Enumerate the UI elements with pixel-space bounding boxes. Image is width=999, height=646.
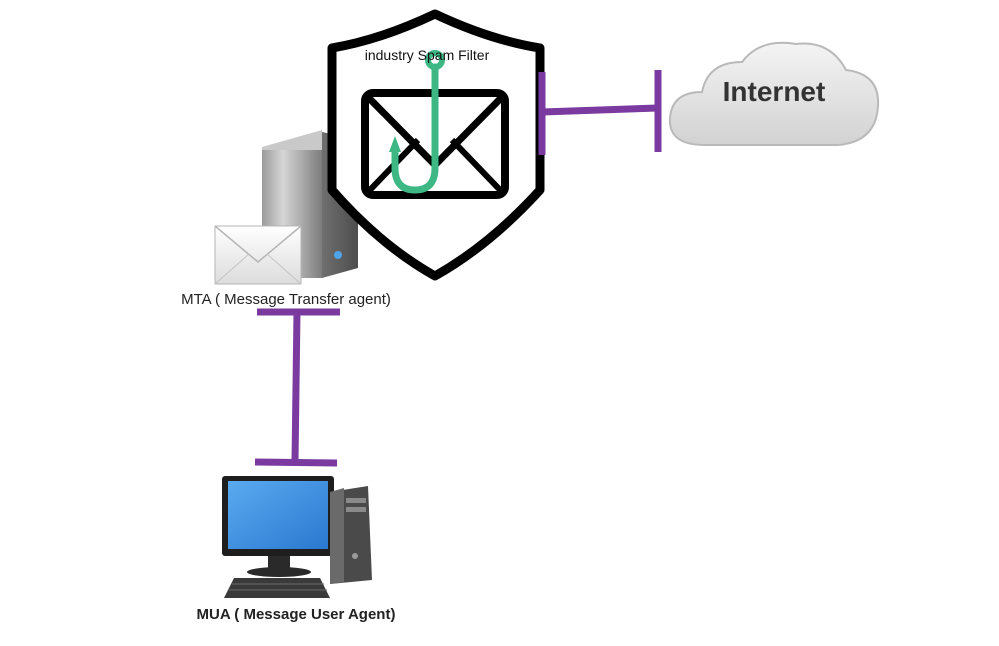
filter-label: industry Spam Filter xyxy=(365,47,490,63)
keyboard-icon xyxy=(224,578,330,598)
cloud-icon xyxy=(668,41,880,146)
mail-envelope-icon xyxy=(214,225,302,285)
mua-label: MUA ( Message User Agent) xyxy=(197,606,396,623)
hook-icon xyxy=(389,50,445,194)
connector-mta-mua xyxy=(254,308,340,467)
desktop-computer-icon xyxy=(222,476,372,584)
internet-label: Internet xyxy=(723,76,826,107)
connector-shield-internet xyxy=(538,70,662,155)
mta-label: MTA ( Message Transfer agent) xyxy=(181,291,391,308)
